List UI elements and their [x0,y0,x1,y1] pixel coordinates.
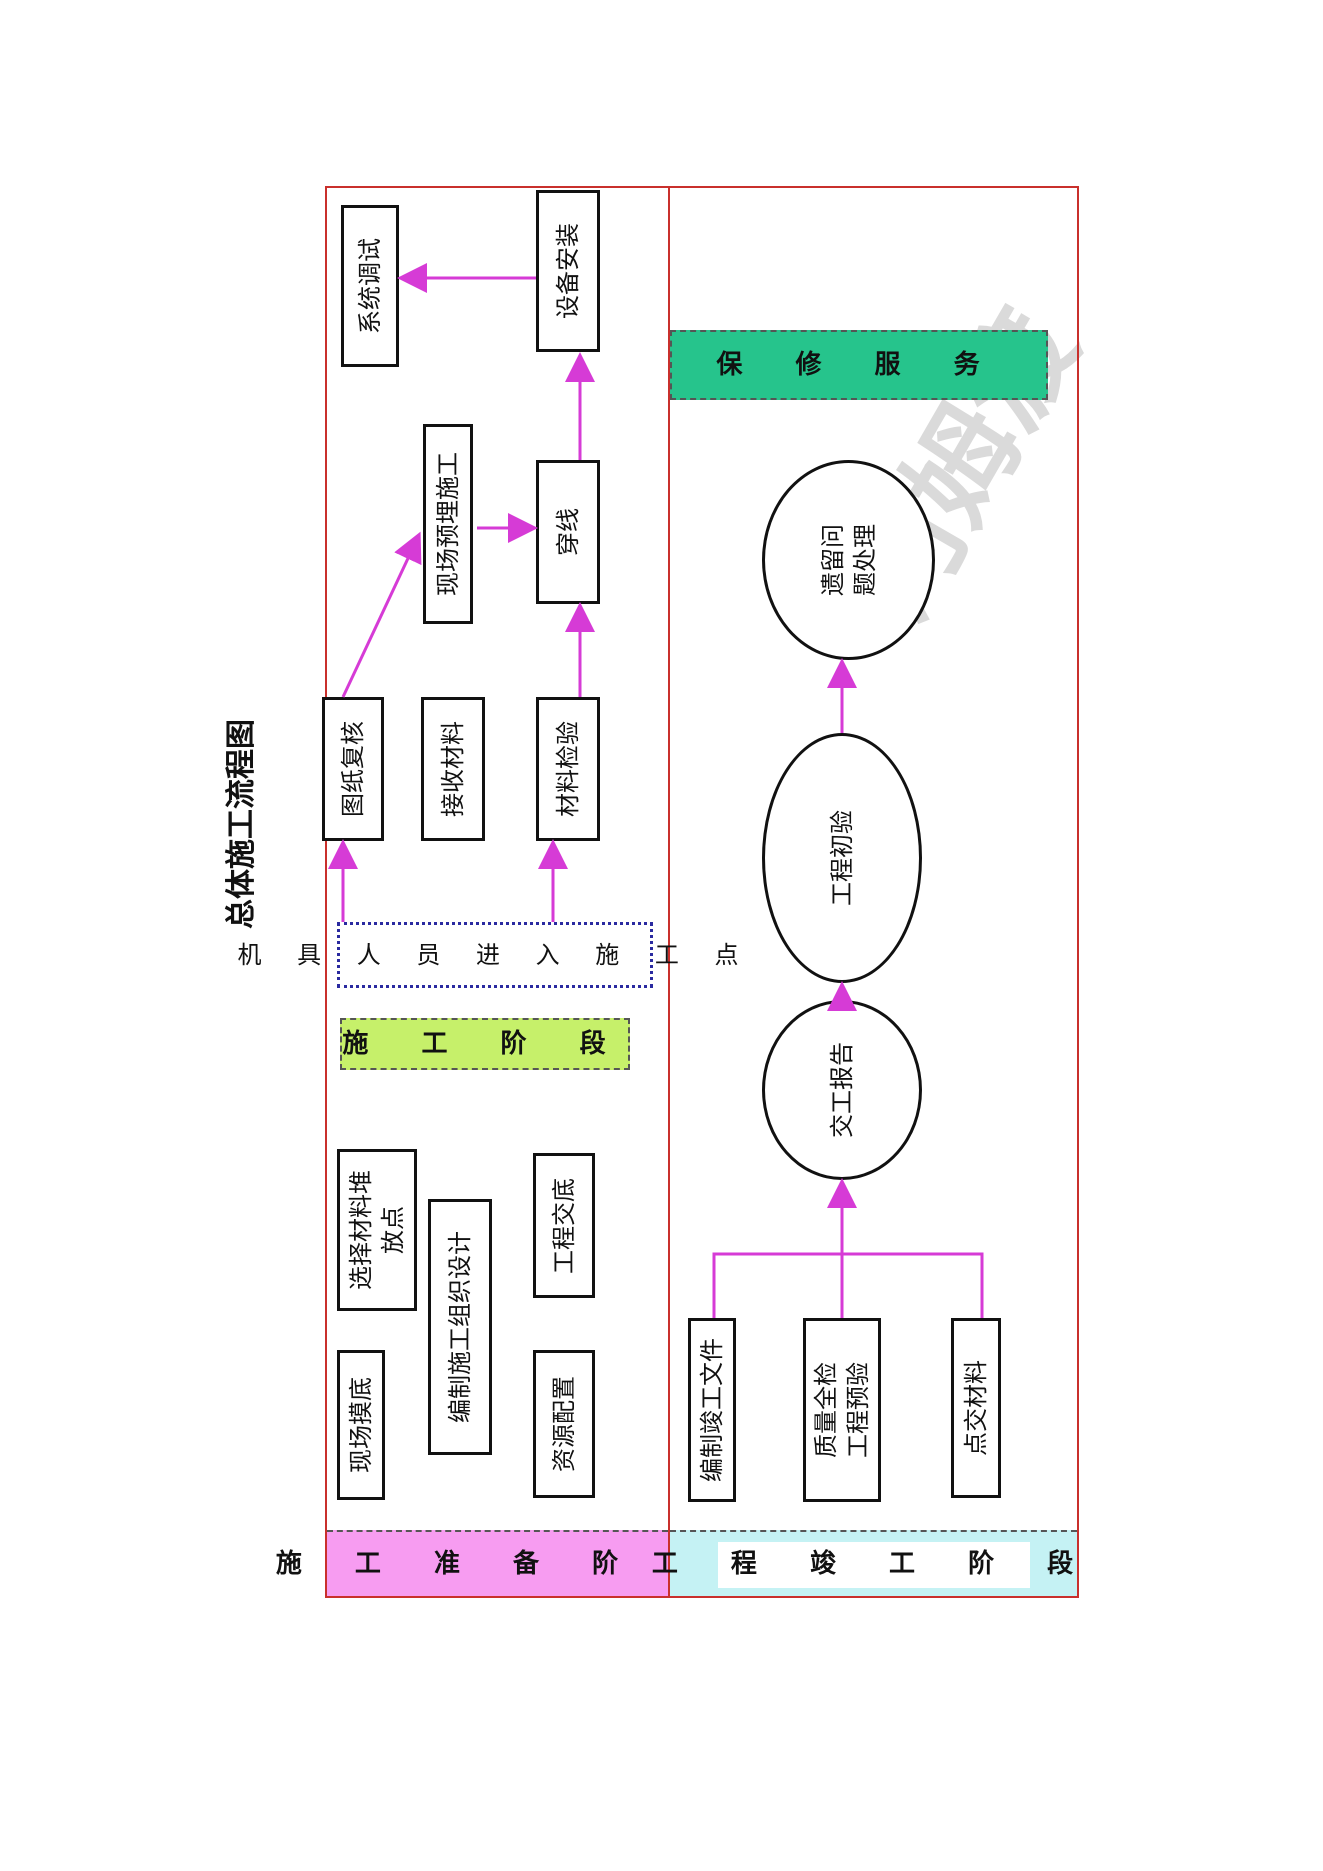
box-receive-materials: 接收材料 [421,697,485,841]
box-site-survey: 现场摸底 [337,1350,385,1500]
box-select-storage: 选择材料堆 放点 [337,1149,417,1311]
box-quality-precheck: 质量全检 工程预验 [803,1318,881,1502]
warranty-service-band: 保 修 服 务 [670,330,1048,400]
stage-construction-band: 施 工 阶 段 [340,1018,630,1070]
box-embedded-construction: 现场预埋施工 [423,424,473,624]
lower-panel [668,186,1079,1598]
box-equipment-installation: 设备安装 [536,190,600,352]
box-handover-materials: 点交材料 [951,1318,1001,1498]
stage-completion-band: 工 程 竣 工 阶 段 [652,1530,1077,1596]
box-resource-allocation: 资源配置 [533,1350,595,1498]
connector-completion-inputs [712,1252,984,1318]
arrow-drawing-to-embedded [341,531,422,698]
box-organization-design: 编制施工组织设计 [428,1199,492,1455]
personnel-entry-box: 机 具 人 员 进 入 施 工 点 [237,922,739,988]
box-technical-briefing: 工程交底 [533,1153,595,1298]
box-completion-docs: 编制竣工文件 [688,1318,736,1502]
box-material-inspection: 材料检验 [536,697,600,841]
box-drawing-review: 图纸复核 [322,697,384,841]
ellipse-handover-report: 交工报告 [762,1000,922,1180]
ellipse-legacy-issues: 遗留问 题处理 [762,460,935,660]
